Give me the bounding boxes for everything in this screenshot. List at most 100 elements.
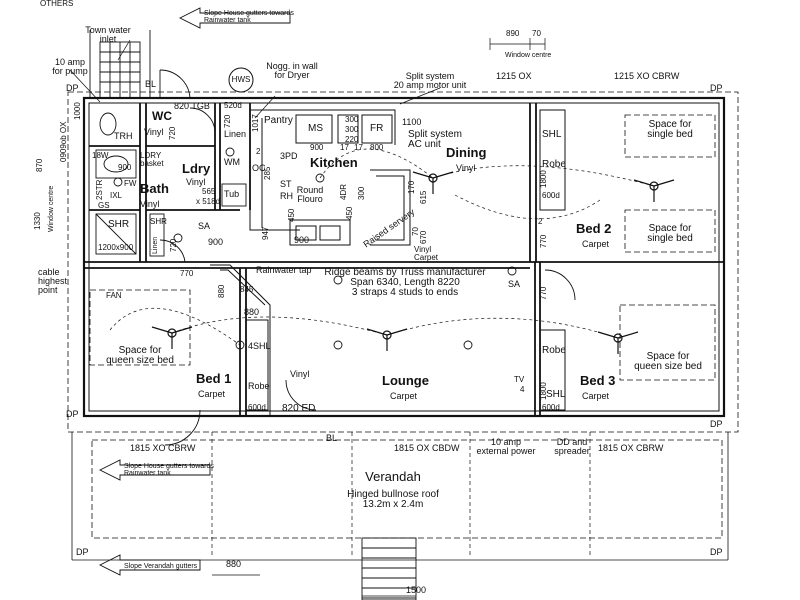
label-bl-top: BL [145,79,157,89]
room-ldry: Ldry [182,161,211,176]
label-sa2: SA [508,279,521,289]
dim-900d: 900 [294,235,310,245]
label-shl-top: SHL [542,129,562,140]
dim-1815c: 1815 OX CBRW [598,443,664,453]
lounge-vinyl: Vinyl [290,369,310,379]
label-oc: OC [252,163,266,173]
label-robe-bed1: Robe [248,381,270,391]
label-4shl: 4SHL [248,341,271,351]
dim-870: 870 [35,158,44,172]
label-shl-bed3: SHL [546,389,566,400]
label-hws: HWS [231,75,251,84]
label-3pd: 3PD [280,151,298,161]
label-robe-bed3: Robe [542,345,566,356]
dim-615: 615 [419,190,428,204]
dim-17b: 17 [354,143,363,152]
bath-floor: Vinyl [140,199,160,209]
room-bath: Bath [140,181,169,196]
dim-720b: 720 [223,114,232,128]
dim-720c: 720 [169,238,178,252]
dim-shr: 1200x900 [98,243,134,252]
dim-4dr: 4DR [339,183,348,200]
outer-wall [82,96,726,418]
label-fan: FAN [106,291,122,300]
label-wm: WM [224,157,240,167]
dim-670: 670 [419,230,428,244]
label-ixl: IXL [110,191,123,200]
dim-1215-xo: 1215 XO CBRW [614,71,680,81]
bed2-floor: Carpet [582,239,610,249]
dim-518d: x 518d [196,197,221,206]
dim-1800-top: 1800 [539,170,548,188]
label-tub: Tub [224,189,240,199]
label-tv: TV [514,375,525,384]
dim-770b: 770 [539,286,548,300]
dim-1500: 1500 [406,585,427,595]
label-pantry: Pantry [264,115,293,126]
dim-170: 170 [407,180,416,194]
label-window-centre-top: Window centre [505,52,552,59]
dim-770c: 770 [180,269,194,278]
room-wc: WC [152,109,172,123]
dim-300b: 300 [357,186,366,200]
dim-70: 70 [532,29,541,38]
dim-285: 285 [263,166,272,180]
label-window-centre-left: Window centre [48,185,55,232]
dim-1815a: 1815 XO CBRW [130,443,196,453]
ceiling-fans [151,171,675,354]
dim-1800-bed3: 1800 [539,382,548,400]
dim-600d-bed1: 600d [248,403,266,412]
dim-900a: 900 [118,163,132,172]
room-bed2: Bed 2 [576,221,612,236]
room-bed3: Bed 3 [580,373,616,388]
dim-1215-ox: 1215 OX [496,71,532,81]
room-kitchen: Kitchen [310,155,358,170]
dim-880a: 880 [217,284,226,298]
label-linen2: Linen [152,236,159,254]
dim-450b: 450 [345,206,354,220]
bed1-floor: Carpet [198,389,226,399]
dining-floor: Vinyl [456,163,476,173]
dim-880b: 880 [244,307,260,317]
dim-600d-top: 600d [542,191,560,200]
room-bed1: Bed 1 [196,371,232,386]
dim-820-tgb: 820 TGB [174,101,210,111]
dim-450a: 450 [287,208,296,222]
label-rainwater-tap: Rainwater tap [256,265,312,275]
dp-bottom-left: DP [76,547,89,557]
dim-17a: 17 [340,143,349,152]
dim-1000: 1000 [73,102,82,120]
dim-1100: 1100 [402,117,422,127]
label-2str: 2STR [95,179,104,200]
label-shr2: SHR [150,217,167,226]
dim-900b: 900 [208,237,224,247]
label-linen: Linen [224,129,247,139]
dim-300: 300 [345,115,359,124]
label-trh: TRH [114,131,133,141]
dim-18w: 18W [92,151,109,160]
dim-2: 2 [256,147,261,156]
dim-770a: 770 [539,234,548,248]
room-lounge: Lounge [382,373,429,388]
dim-820-ed: 820 ED [282,403,316,414]
dim-4: 4 [520,385,525,394]
dim-900c: 900 [310,143,324,152]
